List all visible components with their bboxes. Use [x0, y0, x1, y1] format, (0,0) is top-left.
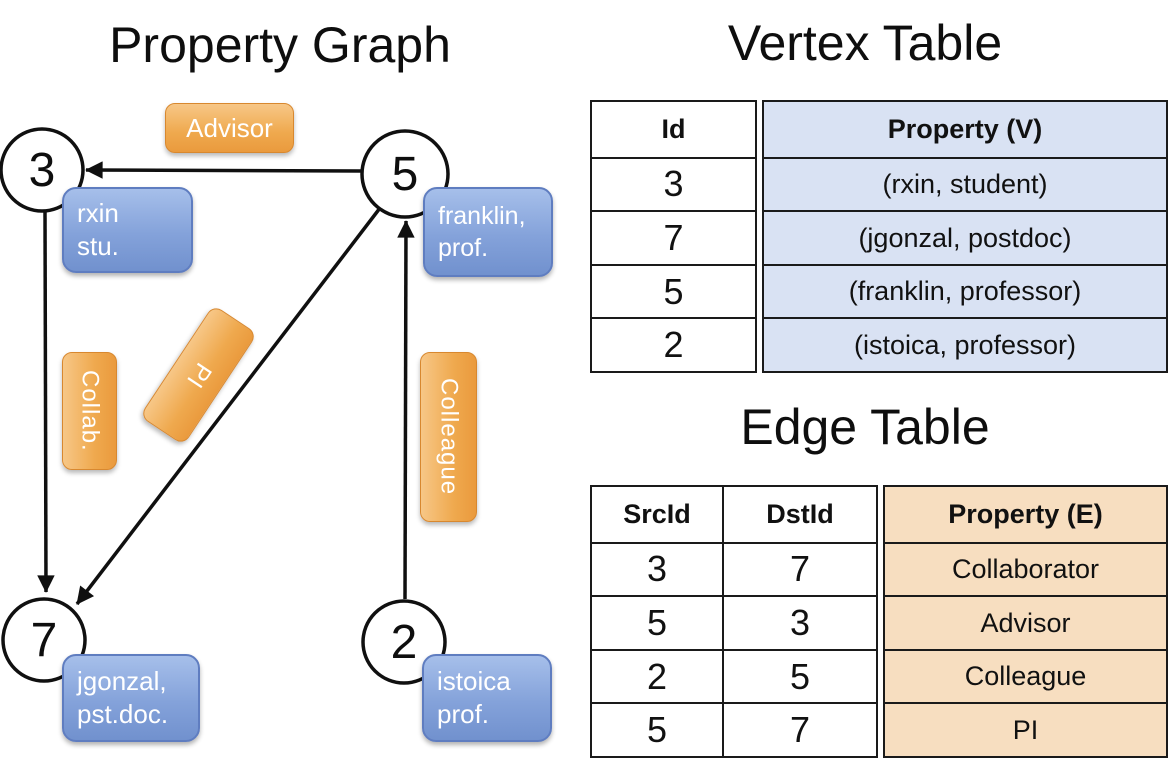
node-id-2: 2	[390, 615, 418, 669]
edge-row-property: PI	[1012, 714, 1039, 745]
vertex-row-property: (rxin, student)	[882, 168, 1048, 199]
vertex-row-id: 3	[663, 163, 684, 205]
node-id-7: 7	[30, 613, 58, 667]
vertex-label-2: istoica prof.	[422, 654, 552, 742]
edge-header-property: Property (E)	[948, 498, 1103, 529]
edge-row-property: Collaborator	[951, 553, 1100, 584]
vertex-label-7-line1: jgonzal,	[77, 665, 167, 696]
vertex-label-5: franklin, prof.	[423, 187, 553, 277]
vertex-label-5-line1: franklin,	[438, 202, 526, 230]
edge-pi-5-to-7	[75, 206, 382, 606]
node-id-3: 3	[28, 143, 56, 197]
vertex-row-property: (franklin, professor)	[848, 276, 1082, 307]
edge-label-collab: Collab.	[62, 352, 117, 470]
edge-row-dstid: 7	[722, 543, 876, 596]
edge-row-dstid: 3	[722, 597, 876, 649]
edge-header-dstid: DstId	[722, 487, 876, 542]
edge-table: SrcId DstId 3 7 5 3 2 5 5 7 Property (E)	[590, 485, 1168, 758]
vertex-label-7: jgonzal, pst.doc.	[62, 654, 200, 742]
vertex-table: Id 3 7 5 2 Property (V) (rxin, student) …	[590, 100, 1168, 373]
vertex-label-5-line2: prof.	[438, 234, 489, 262]
vertex-label-3: rxin stu.	[62, 187, 193, 273]
edge-row-dstid: 7	[722, 704, 876, 756]
vertex-row-id: 5	[663, 270, 684, 312]
vertex-row-id: 2	[663, 324, 684, 366]
edge-row-srcid: 3	[646, 548, 668, 590]
vertex-label-2-line1: istoica	[437, 665, 511, 696]
edge-advisor-5-to-3	[85, 161, 363, 179]
edge-row-dstid: 5	[722, 650, 876, 703]
vertex-table-property-column: Property (V) (rxin, student) (jgonzal, p…	[762, 100, 1168, 373]
edge-row-srcid: 5	[646, 709, 668, 751]
vertex-label-2-line2: prof.	[437, 699, 490, 729]
edge-header-srcid: SrcId	[623, 498, 691, 529]
vertex-table-title: Vertex Table	[727, 15, 1003, 71]
vertex-header-property: Property (V)	[887, 113, 1043, 144]
edge-collaborator-3-to-7	[37, 210, 55, 593]
vertex-label-3-line1: rxin	[77, 197, 119, 228]
vertex-label-7-line2: pst.doc.	[77, 699, 169, 729]
edge-label-colleague: Colleague	[420, 352, 477, 522]
vertex-row-id: 7	[663, 217, 684, 259]
edge-colleague-2-to-5	[397, 220, 415, 600]
vertex-row-property: (jgonzal, postdoc)	[858, 222, 1072, 253]
vertex-row-property: (istoica, professor)	[853, 329, 1077, 360]
edge-row-srcid: 2	[646, 655, 668, 697]
edge-table-property-column: Property (E) Collaborator Advisor Collea…	[883, 485, 1168, 758]
edge-row-property: Colleague	[964, 661, 1087, 692]
vertex-table-id-column: Id 3 7 5 2	[590, 100, 757, 373]
property-graph-title: Property Graph	[109, 17, 451, 73]
edge-row-srcid: 5	[646, 602, 668, 644]
edge-label-advisor: Advisor	[165, 103, 294, 153]
node-circle-3	[0, 127, 85, 213]
edge-row-property: Advisor	[980, 607, 1071, 638]
vertex-label-3-line2: stu.	[77, 231, 119, 261]
edge-table-id-columns: SrcId DstId 3 7 5 3 2 5 5 7	[590, 485, 878, 758]
vertex-header-id: Id	[661, 113, 686, 144]
edge-table-title: Edge Table	[740, 399, 990, 455]
node-id-5: 5	[391, 147, 419, 201]
